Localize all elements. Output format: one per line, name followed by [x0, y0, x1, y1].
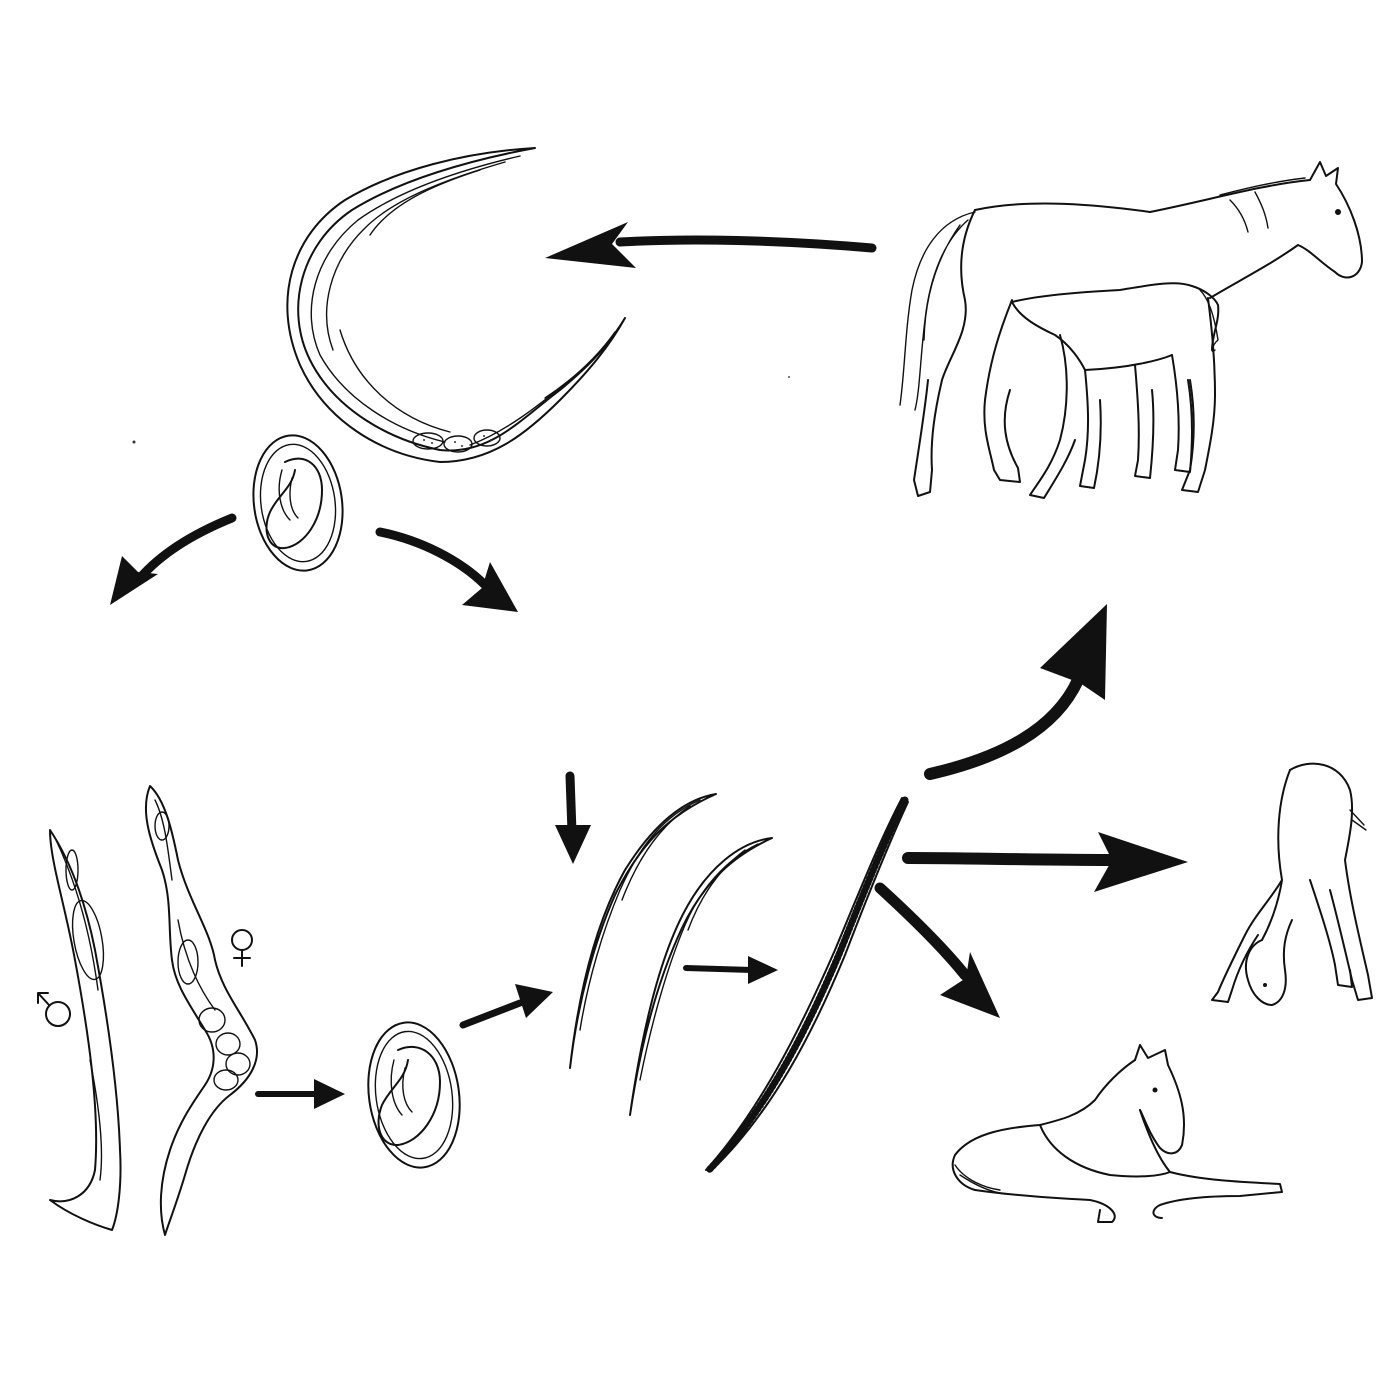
- speck: [788, 376, 790, 378]
- arrow-to-mare: [924, 604, 1107, 780]
- egg-icon: [252, 434, 344, 572]
- arrow-to-lying-foal: [874, 882, 1000, 1018]
- arrow-female-to-egg: [255, 1079, 345, 1109]
- egg-icon: [367, 1021, 461, 1169]
- male-worm-icon: [49, 829, 122, 1231]
- arrow-larva-to-filariform: [683, 956, 778, 984]
- female-worm-icon: [144, 785, 258, 1236]
- mare-and-foal-icon: [899, 161, 1363, 499]
- female-symbol: [231, 929, 253, 967]
- larva-icon: [569, 793, 717, 1069]
- arrow-egg-to-larva: [459, 984, 553, 1029]
- arrow-host-to-adult: [545, 222, 877, 268]
- adult-worm-icon: [286, 147, 626, 463]
- arrow-down-to-larvae: [555, 771, 591, 864]
- male-symbol: [37, 992, 71, 1027]
- speck: [132, 440, 136, 444]
- lying-foal-icon: [951, 1044, 1283, 1223]
- grazing-foal-icon: [1211, 762, 1373, 1006]
- larva-icon: [629, 837, 773, 1116]
- filariform-larva-icon: [705, 796, 909, 1174]
- arrow-egg-left: [110, 513, 237, 605]
- arrow-egg-right: [375, 527, 518, 612]
- arrow-to-grazing-foal: [902, 832, 1188, 892]
